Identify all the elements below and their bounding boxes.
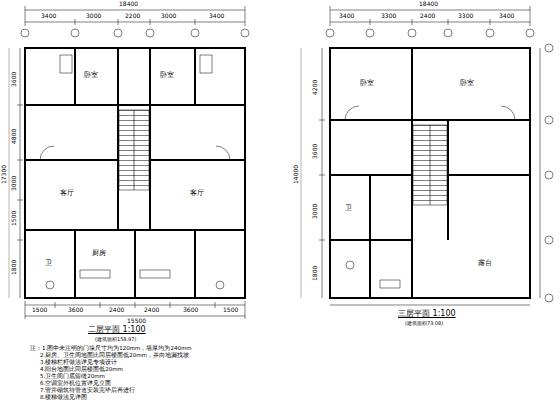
dimension: 3600 bbox=[11, 71, 17, 88]
dimension: 1800 bbox=[312, 265, 318, 282]
dimension: 3600 bbox=[182, 307, 199, 313]
note: 2.厨房、卫生间地面比同层楼面低20mm，并向地漏找坡 bbox=[40, 353, 189, 359]
dimension: 3300 bbox=[457, 13, 474, 19]
dimension: 3000 bbox=[85, 13, 102, 19]
dimension: 2200 bbox=[124, 13, 141, 19]
dimension: 18400 bbox=[418, 1, 439, 7]
dimension: 3400 bbox=[338, 13, 355, 19]
dimension: 1500 bbox=[31, 307, 48, 313]
dimension: 18400 bbox=[118, 1, 139, 7]
plan-title: 二层平面 1:100 bbox=[88, 326, 146, 334]
note: 3.楼梯栏杆做法详见专项设计 bbox=[40, 360, 117, 366]
dimension: 17300 bbox=[1, 164, 7, 185]
room-name: 卧室 bbox=[460, 80, 474, 87]
room-name: 客厅 bbox=[60, 190, 74, 197]
note: 注：1.图中未注明的门垛尺寸均为120mm，墙厚均为240mm bbox=[30, 346, 192, 352]
dimension: 1500 bbox=[222, 307, 239, 313]
dimension: 3400 bbox=[40, 13, 57, 19]
plan-subtitle: (建筑面积73.08) bbox=[405, 321, 443, 326]
note: 6.空调室外机位置详见立面 bbox=[40, 381, 111, 387]
dimension: 1500 bbox=[11, 210, 17, 227]
dimension: 3400 bbox=[208, 13, 225, 19]
room-name: 卧室 bbox=[360, 80, 374, 87]
note: 5.卫生间门底留缝20mm bbox=[40, 374, 105, 380]
room-name: 卫 bbox=[45, 260, 52, 267]
note: 8.楼梯做法见详图 bbox=[40, 395, 87, 400]
dimension: 3300 bbox=[380, 13, 397, 19]
dimension: 2400 bbox=[419, 13, 436, 19]
room-name: 客厅 bbox=[190, 190, 204, 197]
room-name: 厨房 bbox=[92, 250, 106, 257]
dimension: 4200 bbox=[312, 79, 318, 96]
dimension: 3000 bbox=[11, 175, 17, 192]
dimension: 4800 bbox=[11, 128, 17, 145]
dimension: 3400 bbox=[498, 13, 515, 19]
room-name: 卫 bbox=[345, 205, 352, 212]
dimension: 3600 bbox=[312, 143, 318, 160]
room-name: 露台 bbox=[478, 260, 492, 267]
plan-title: 三层平面 1:100 bbox=[398, 310, 456, 318]
dimension: 2400 bbox=[108, 307, 125, 313]
dimension: 3600 bbox=[67, 307, 84, 313]
room-name: 卧室 bbox=[160, 72, 174, 79]
plan-subtitle: (建筑面积158.97) bbox=[95, 337, 136, 342]
dimension: 2400 bbox=[143, 307, 160, 313]
dimension: 3000 bbox=[160, 13, 177, 19]
dimension: 3000 bbox=[312, 203, 318, 220]
note: 7.管井砌筑待管道安装完毕后再进行 bbox=[40, 388, 135, 394]
dimension: 14000 bbox=[293, 164, 299, 185]
room-name: 卧室 bbox=[84, 72, 98, 79]
dimension: 1800 bbox=[11, 259, 17, 276]
note: 4.阳台地面比同层楼面低20mm bbox=[40, 367, 123, 373]
dimension: 15500 bbox=[126, 318, 147, 324]
